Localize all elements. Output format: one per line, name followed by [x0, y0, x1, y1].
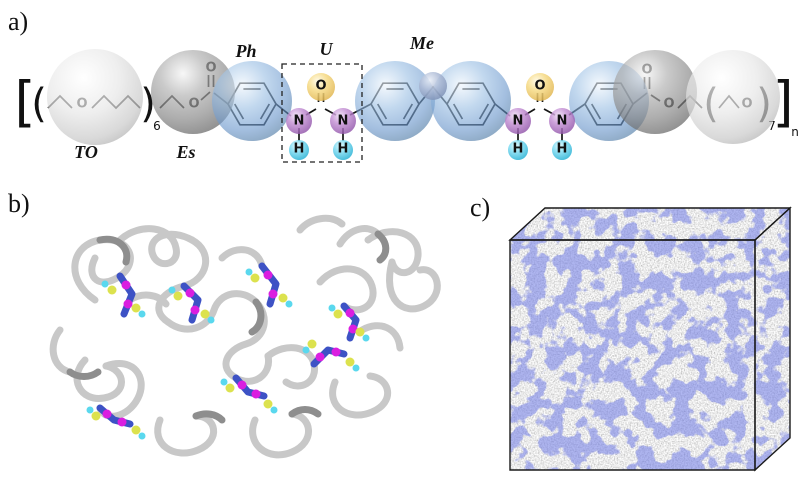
label-me: Me: [409, 33, 434, 53]
ph-sphere: [431, 61, 511, 141]
to-sphere: [686, 50, 780, 144]
ph-sphere: [212, 61, 292, 141]
box-edges: [508, 206, 792, 472]
atom-label-o: O: [315, 79, 326, 94]
atom-label-h: H: [294, 142, 305, 157]
atom-label-h: H: [338, 142, 349, 157]
panel-a-label: a): [8, 7, 28, 36]
subscript-7: 7: [768, 119, 776, 133]
atom-label-n: N: [557, 114, 568, 129]
atom-label-o: O: [534, 79, 545, 94]
nitrogen-sphere: [505, 108, 531, 134]
nitrogen-sphere: [330, 108, 356, 134]
open-square-bracket: [: [14, 71, 35, 134]
hydrogen-sphere: [289, 140, 309, 160]
label-ph: Ph: [234, 41, 256, 61]
nitrogen-sphere: [286, 108, 312, 134]
coarse-grained-spheres: [47, 49, 780, 145]
simulation-box: [508, 206, 792, 472]
urea-carbonyl-sphere: [307, 73, 335, 101]
box-front-face: [510, 240, 755, 470]
nitrogen-beads: [102, 270, 358, 427]
atom-label-n: N: [338, 114, 349, 129]
panel-c-label: c): [470, 193, 490, 222]
hydrogen-sphere: [333, 140, 353, 160]
chemical-structure: [ ( ) 6 ( ) 7 ] n O O O O O O: [14, 33, 799, 163]
urea-dashed-box: [281, 63, 363, 163]
hydrogen-sphere: [508, 140, 528, 160]
label-to: TO: [74, 142, 98, 162]
nitrogen-sphere: [549, 108, 575, 134]
label-u: U: [320, 39, 334, 59]
box-top-face: [510, 208, 790, 240]
polymer-chain-render: [49, 214, 441, 459]
soft-backbone-shaded: [66, 230, 390, 424]
carbonyl-beads: [91, 273, 365, 435]
ph-sphere: [355, 61, 435, 141]
atom-label-h: H: [513, 142, 524, 157]
subscript-n: n: [791, 125, 799, 139]
urea-bead-spheres: [286, 73, 575, 160]
hydrogen-sphere: [552, 140, 572, 160]
atom-label-n: N: [513, 114, 524, 129]
atom-label-n: N: [294, 114, 305, 129]
hydrogen-beads: [86, 268, 370, 440]
atom-label-h: H: [557, 142, 568, 157]
soft-backbone: [49, 214, 441, 459]
subscript-6: 6: [153, 119, 161, 133]
me-sphere: [419, 72, 447, 100]
label-es: Es: [175, 142, 195, 162]
open-round-bracket: (: [31, 81, 47, 127]
es-sphere: [613, 50, 697, 134]
to-sphere: [47, 49, 143, 145]
urea-carbonyl-sphere: [526, 73, 554, 101]
panel-b-label: b): [8, 189, 30, 218]
box-right-face: [755, 208, 790, 470]
